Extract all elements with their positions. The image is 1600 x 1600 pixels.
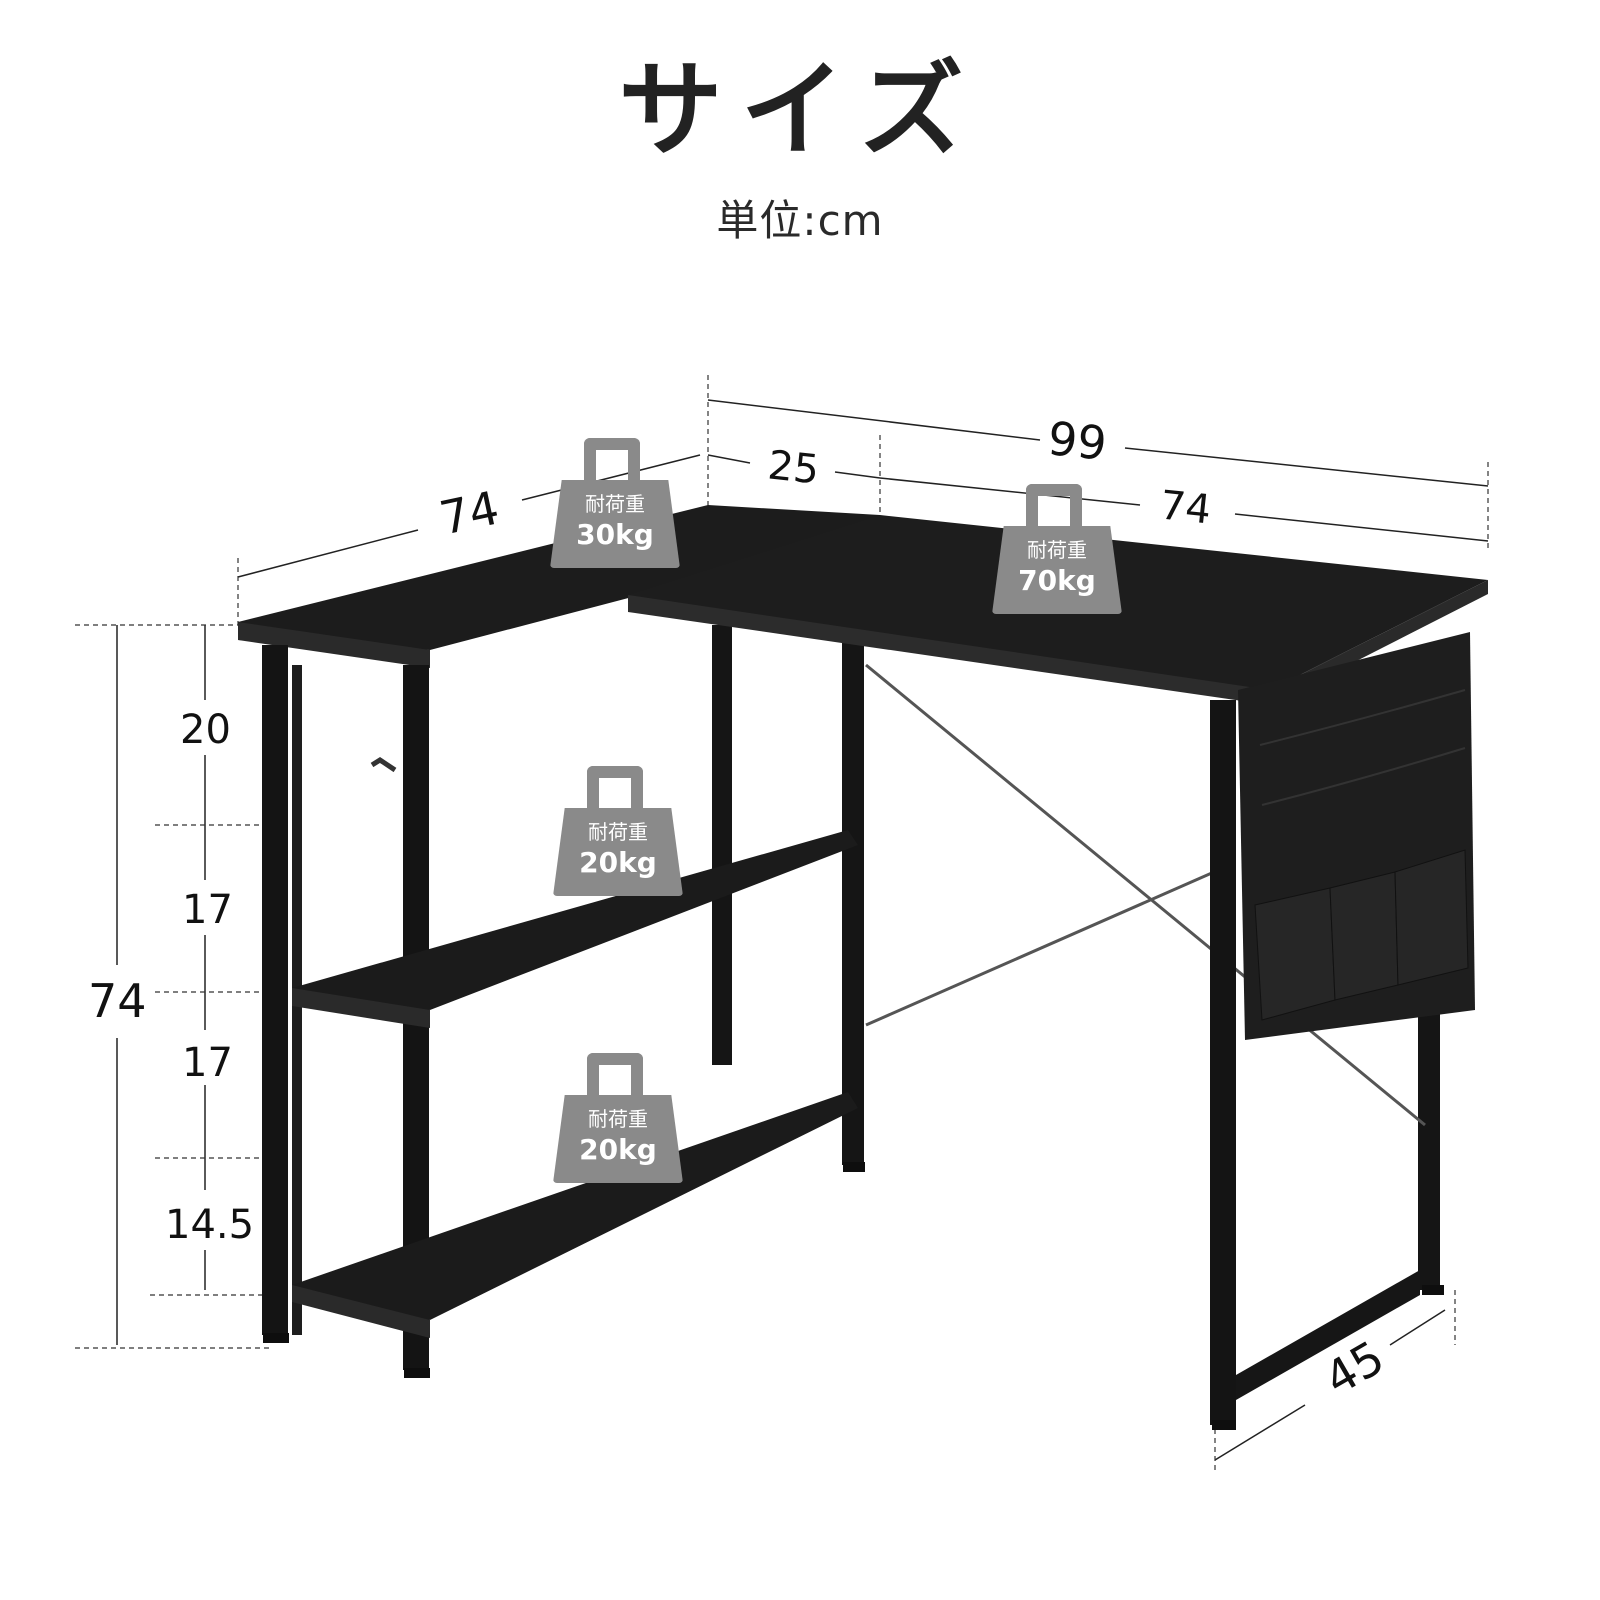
dimension-overall-width: 99 [1045,411,1110,471]
dimension-lines [116,399,1489,1461]
load-badge-bottom-shelf: 耐荷重 20kg [553,1053,683,1183]
weight-handle-icon [584,438,640,480]
weight-icon [550,480,680,568]
dimension-shelf-gap-middle: 17 [182,887,233,933]
dimension-right-width: 74 [1157,482,1214,534]
unit-label: 単位:cm [716,196,884,245]
page-title: サイズ [618,49,982,171]
weight-handle-icon [587,766,643,808]
weight-icon [553,1095,683,1183]
bottom-shelf [292,1092,858,1320]
load-badge-left-tabletop: 耐荷重 30kg [550,438,680,568]
right-front-leg [1210,700,1236,1425]
load-badge-middle-shelf: 耐荷重 20kg [553,766,683,896]
dimension-total-height: 74 [88,974,147,1028]
weight-icon [992,526,1122,614]
middle-shelf [292,830,858,1010]
hook [370,757,397,773]
dimension-left-depth: 74 [435,480,504,546]
dimension-bottom-clearance: 14.5 [165,1202,255,1248]
left-tabletop [238,505,880,650]
weight-handle-icon [587,1053,643,1095]
dimension-shelf-gap-top: 20 [180,707,231,753]
weight-handle-icon [1026,484,1082,526]
side-storage-bag [1238,632,1475,1040]
dimension-corner-offset: 25 [765,442,822,494]
weight-icon [553,808,683,896]
dimension-shelf-gap-lower: 17 [182,1040,233,1086]
load-badge-right-tabletop: 耐荷重 70kg [992,484,1122,614]
dimension-extension-lines [75,375,1489,1470]
